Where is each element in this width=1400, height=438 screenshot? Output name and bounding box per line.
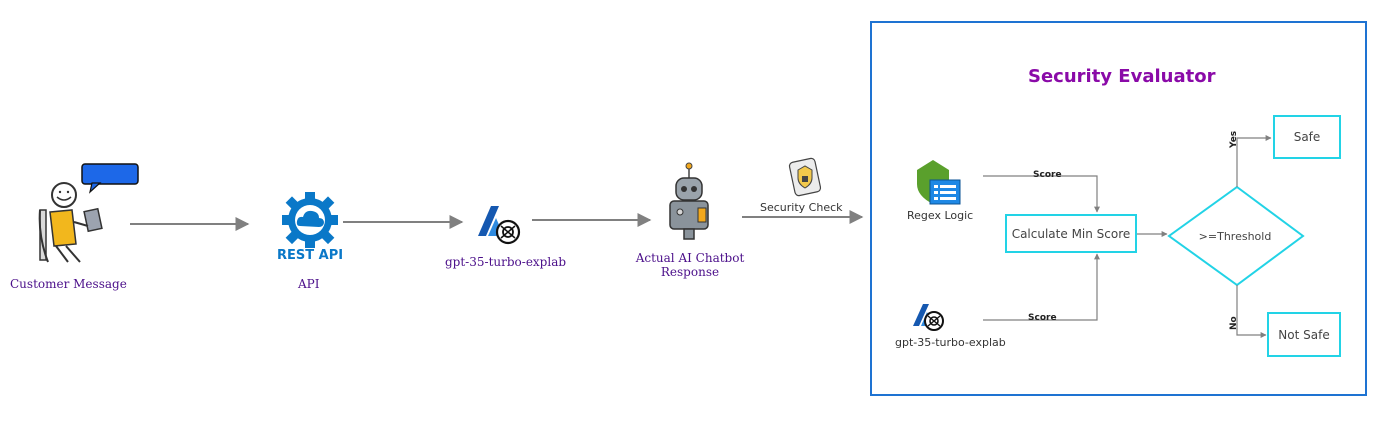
not-safe-label: Not Safe [1278,327,1330,342]
speech-bubble-icon [81,163,139,194]
arrow-yes-safe [1236,135,1272,187]
security-shield-card-icon [788,157,822,197]
arrow-gpt-score [983,253,1100,321]
threshold-label: >=Threshold [1198,229,1272,243]
not-safe-box [1267,312,1341,357]
azure-openai-icon [913,304,944,331]
score-bottom-label: Score [1028,313,1057,323]
score-top-label: Score [1033,170,1062,180]
security-evaluator-container [870,21,1367,396]
no-label: No [1229,316,1239,330]
regex-logic-label: Regex Logic [907,209,974,222]
azure-openai-icon [478,206,521,245]
api-label: API [298,277,320,291]
rest-api-gear-cloud-icon [282,192,338,248]
rest-api-label: REST API [277,248,344,263]
arrow-regex-score [983,175,1100,213]
gpt-main-label: gpt-35-turbo-explab [445,255,567,269]
yes-label: Yes [1229,130,1239,148]
chatbot-response-label: Actual AI Chatbot Response [635,251,745,279]
calculate-min-score-label: Calculate Min Score [1011,226,1131,241]
safe-label: Safe [1293,130,1321,144]
regex-shield-icon [917,160,961,205]
person-at-laptop-icon [38,182,103,263]
arrow-no-notsafe [1236,285,1267,338]
security-check-label: Security Check [760,201,843,214]
calculate-min-score-box [1005,214,1137,253]
security-evaluator-title: Security Evaluator [1028,66,1216,87]
safe-box [1273,115,1341,159]
gpt-evaluator-label: gpt-35-turbo-explab [895,336,1006,349]
customer-message-label: Customer Message [10,277,127,291]
robot-icon [669,162,709,240]
